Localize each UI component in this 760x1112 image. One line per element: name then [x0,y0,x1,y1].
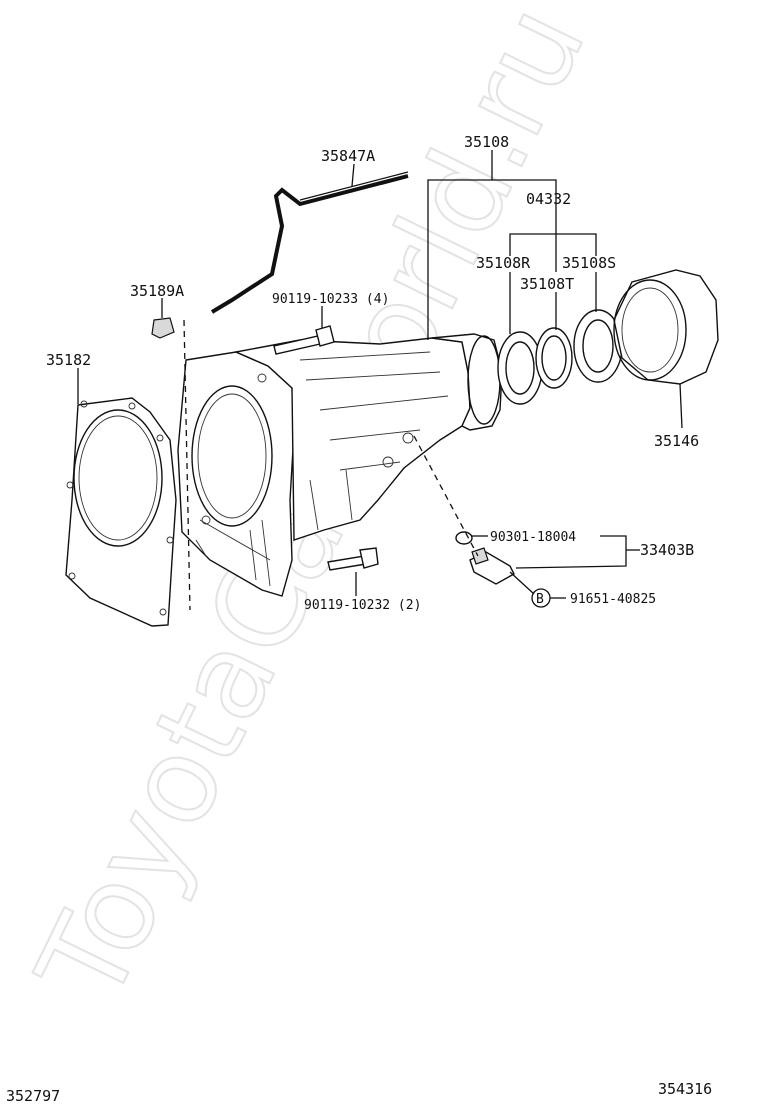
speedometer-sleeve-33403B [469,547,515,585]
footer-right-code: 354316 [658,1080,712,1098]
seal-35108T [535,327,573,389]
label-04332: 04332 [526,190,571,208]
label-35182: 35182 [46,351,91,369]
label-90119-10233: 90119-10233 (4) [272,292,389,307]
extension-housing [177,333,503,597]
label-35108R: 35108R [476,254,531,272]
label-35189A: 35189A [130,282,184,300]
label-B-marker: B [536,592,544,607]
label-35108T: 35108T [520,275,574,293]
leader-lines [77,150,683,608]
oring-90301-18004 [455,531,473,545]
dust-cover-35146 [613,269,719,385]
bolt-90119-10232 [327,547,379,571]
guide-line-plug [183,319,191,611]
bolt-90119-10233 [273,325,335,355]
breather-plug-35189A [151,317,175,339]
gasket-35182 [65,397,177,627]
label-90119-10232: 90119-10232 (2) [304,598,421,613]
label-35847A: 35847A [321,147,375,165]
footer-left-code: 352797 [6,1087,60,1105]
seal-35108R [497,331,543,405]
label-90301-18004: 90301-18004 [490,530,576,545]
breather-tube-35847A [210,171,409,314]
label-35146: 35146 [654,432,699,450]
label-91651-40825: 91651-40825 [570,592,656,607]
guide-line-sleeve [413,435,479,557]
label-35108S: 35108S [562,254,616,272]
label-35108: 35108 [464,133,509,151]
label-33403B: 33403B [640,541,694,559]
